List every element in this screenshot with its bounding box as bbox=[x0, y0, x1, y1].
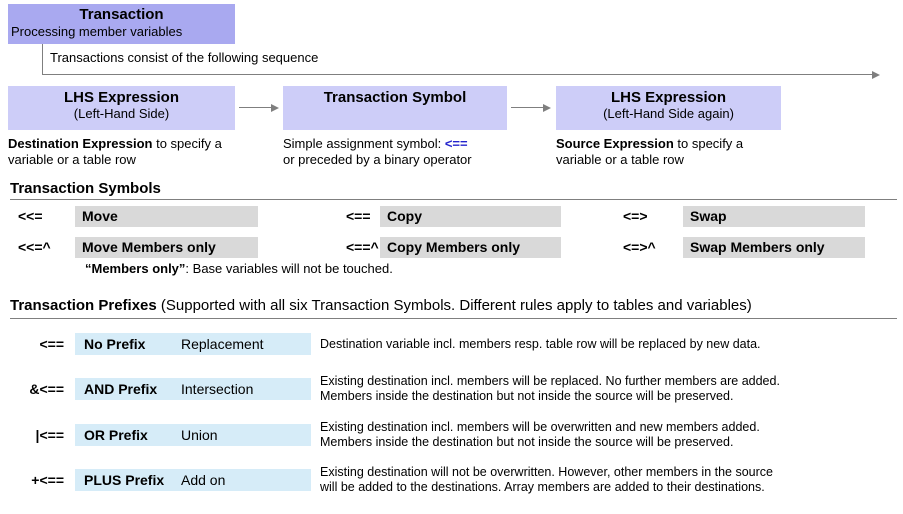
source-note: Source Expression to specify a variable … bbox=[556, 136, 806, 168]
transaction-box: Transaction Processing member variables bbox=[8, 4, 235, 44]
prefix-symbol: <== bbox=[39, 336, 64, 352]
flow-box-lhs-title: LHS Expression bbox=[63, 89, 180, 106]
source-note-bold: Source Expression bbox=[556, 136, 674, 151]
prefix-meaning: Replacement bbox=[181, 336, 264, 352]
prefix-label-box: PLUS Prefix Add on bbox=[75, 469, 311, 491]
connector-horizontal-line bbox=[42, 74, 872, 75]
prefix-description-line1: Existing destination will not be overwri… bbox=[320, 465, 773, 479]
prefixes-heading-rest: (Supported with all six Transaction Symb… bbox=[156, 297, 752, 314]
flow-arrow-line-2 bbox=[511, 107, 543, 108]
symbols-heading: Transaction Symbols bbox=[10, 180, 161, 197]
assignment-note-line2: or preceded by a binary operator bbox=[283, 152, 472, 167]
prefix-symbol: |<== bbox=[35, 427, 64, 443]
transaction-subtitle: Processing member variables bbox=[11, 24, 183, 39]
assignment-note: Simple assignment symbol: <== or precede… bbox=[283, 136, 533, 168]
prefix-row-or-prefix: |<== OR Prefix Union Existing destinatio… bbox=[0, 420, 903, 449]
symbol-move: <<= bbox=[18, 208, 43, 224]
symbol-swap-members: <=>^ bbox=[623, 239, 656, 255]
symbol-copy-label: Copy bbox=[380, 206, 561, 227]
prefix-description: Existing destination will not be overwri… bbox=[320, 465, 903, 495]
symbol-copy-members-label: Copy Members only bbox=[380, 237, 561, 258]
flow-box-lhs-again-title: LHS Expression bbox=[610, 89, 727, 106]
source-note-line2: variable or a table row bbox=[556, 152, 684, 167]
prefix-description-line1: Existing destination incl. members will … bbox=[320, 420, 760, 434]
symbol-swap-label: Swap bbox=[683, 206, 865, 227]
symbol-swap-members-label: Swap Members only bbox=[683, 237, 865, 258]
symbol-swap: <=> bbox=[623, 208, 648, 224]
sequence-note: Transactions consist of the following se… bbox=[50, 50, 319, 65]
flow-box-lhs: LHS Expression (Left-Hand Side) bbox=[8, 86, 235, 130]
symbol-move-members-label: Move Members only bbox=[75, 237, 258, 258]
prefixes-heading-bold: Transaction Prefixes bbox=[10, 297, 157, 314]
flow-box-lhs-again: LHS Expression (Left-Hand Side again) bbox=[556, 86, 781, 130]
source-note-rest: to specify a bbox=[673, 136, 744, 151]
symbol-move-members: <<=^ bbox=[18, 239, 51, 255]
flow-box-symbol: Transaction Symbol bbox=[283, 86, 507, 130]
members-only-note-bold: “Members only” bbox=[85, 261, 186, 276]
destination-note: Destination Expression to specify a vari… bbox=[8, 136, 258, 168]
assignment-symbol: <== bbox=[444, 136, 468, 151]
flow-box-symbol-title: Transaction Symbol bbox=[323, 89, 467, 106]
destination-note-line2: variable or a table row bbox=[8, 152, 136, 167]
assignment-note-pre: Simple assignment symbol: bbox=[283, 136, 445, 151]
prefix-description: Existing destination incl. members will … bbox=[320, 374, 903, 404]
prefix-row-plus-prefix: +<== PLUS Prefix Add on Existing destina… bbox=[0, 465, 903, 494]
symbol-move-label: Move bbox=[75, 206, 258, 227]
prefix-symbol: +<== bbox=[31, 472, 64, 488]
symbols-heading-rule bbox=[10, 199, 897, 200]
transaction-title: Transaction bbox=[79, 6, 164, 23]
symbol-copy-members: <==^ bbox=[346, 239, 379, 255]
prefix-meaning: Union bbox=[181, 427, 218, 443]
prefix-description-line2: Members inside the destination but not i… bbox=[320, 435, 734, 449]
prefix-description-line2: Members inside the destination but not i… bbox=[320, 389, 734, 403]
arrow-right-icon bbox=[872, 71, 880, 79]
prefix-description-line1: Existing destination incl. members will … bbox=[320, 374, 780, 388]
flow-arrow-line-1 bbox=[239, 107, 271, 108]
prefix-label-box: OR Prefix Union bbox=[75, 424, 311, 446]
prefix-name: No Prefix bbox=[84, 336, 146, 352]
arrow-right-icon bbox=[271, 104, 279, 112]
prefix-meaning: Intersection bbox=[181, 381, 254, 397]
destination-note-bold: Destination Expression bbox=[8, 136, 153, 151]
prefix-row-no-prefix: <== No Prefix Replacement Destination va… bbox=[0, 333, 903, 357]
prefix-name: AND Prefix bbox=[84, 381, 158, 397]
prefixes-heading: Transaction Prefixes (Supported with all… bbox=[10, 297, 752, 314]
prefix-label-box: AND Prefix Intersection bbox=[75, 378, 311, 400]
connector-vertical-line bbox=[42, 44, 43, 75]
symbol-copy: <== bbox=[346, 208, 371, 224]
prefix-description-line2: will be added to the destinations. Array… bbox=[320, 480, 765, 494]
prefix-symbol: &<== bbox=[29, 381, 64, 397]
members-only-note-rest: : Base variables will not be touched. bbox=[185, 261, 393, 276]
members-only-note: “Members only”: Base variables will not … bbox=[85, 261, 393, 276]
prefix-row-and-prefix: &<== AND Prefix Intersection Existing de… bbox=[0, 374, 903, 403]
destination-note-rest: to specify a bbox=[152, 136, 222, 151]
prefix-description-line1: Destination variable incl. members resp.… bbox=[320, 337, 761, 351]
prefixes-heading-rule bbox=[10, 318, 897, 319]
flow-box-lhs-subtitle: (Left-Hand Side) bbox=[73, 106, 170, 121]
prefix-name: PLUS Prefix bbox=[84, 472, 165, 488]
prefix-meaning: Add on bbox=[181, 472, 226, 488]
flow-box-lhs-again-subtitle: (Left-Hand Side again) bbox=[603, 106, 734, 121]
prefix-label-box: No Prefix Replacement bbox=[75, 333, 311, 355]
prefix-name: OR Prefix bbox=[84, 427, 148, 443]
prefix-description: Existing destination incl. members will … bbox=[320, 420, 903, 450]
arrow-right-icon bbox=[543, 104, 551, 112]
prefix-description: Destination variable incl. members resp.… bbox=[320, 337, 903, 352]
